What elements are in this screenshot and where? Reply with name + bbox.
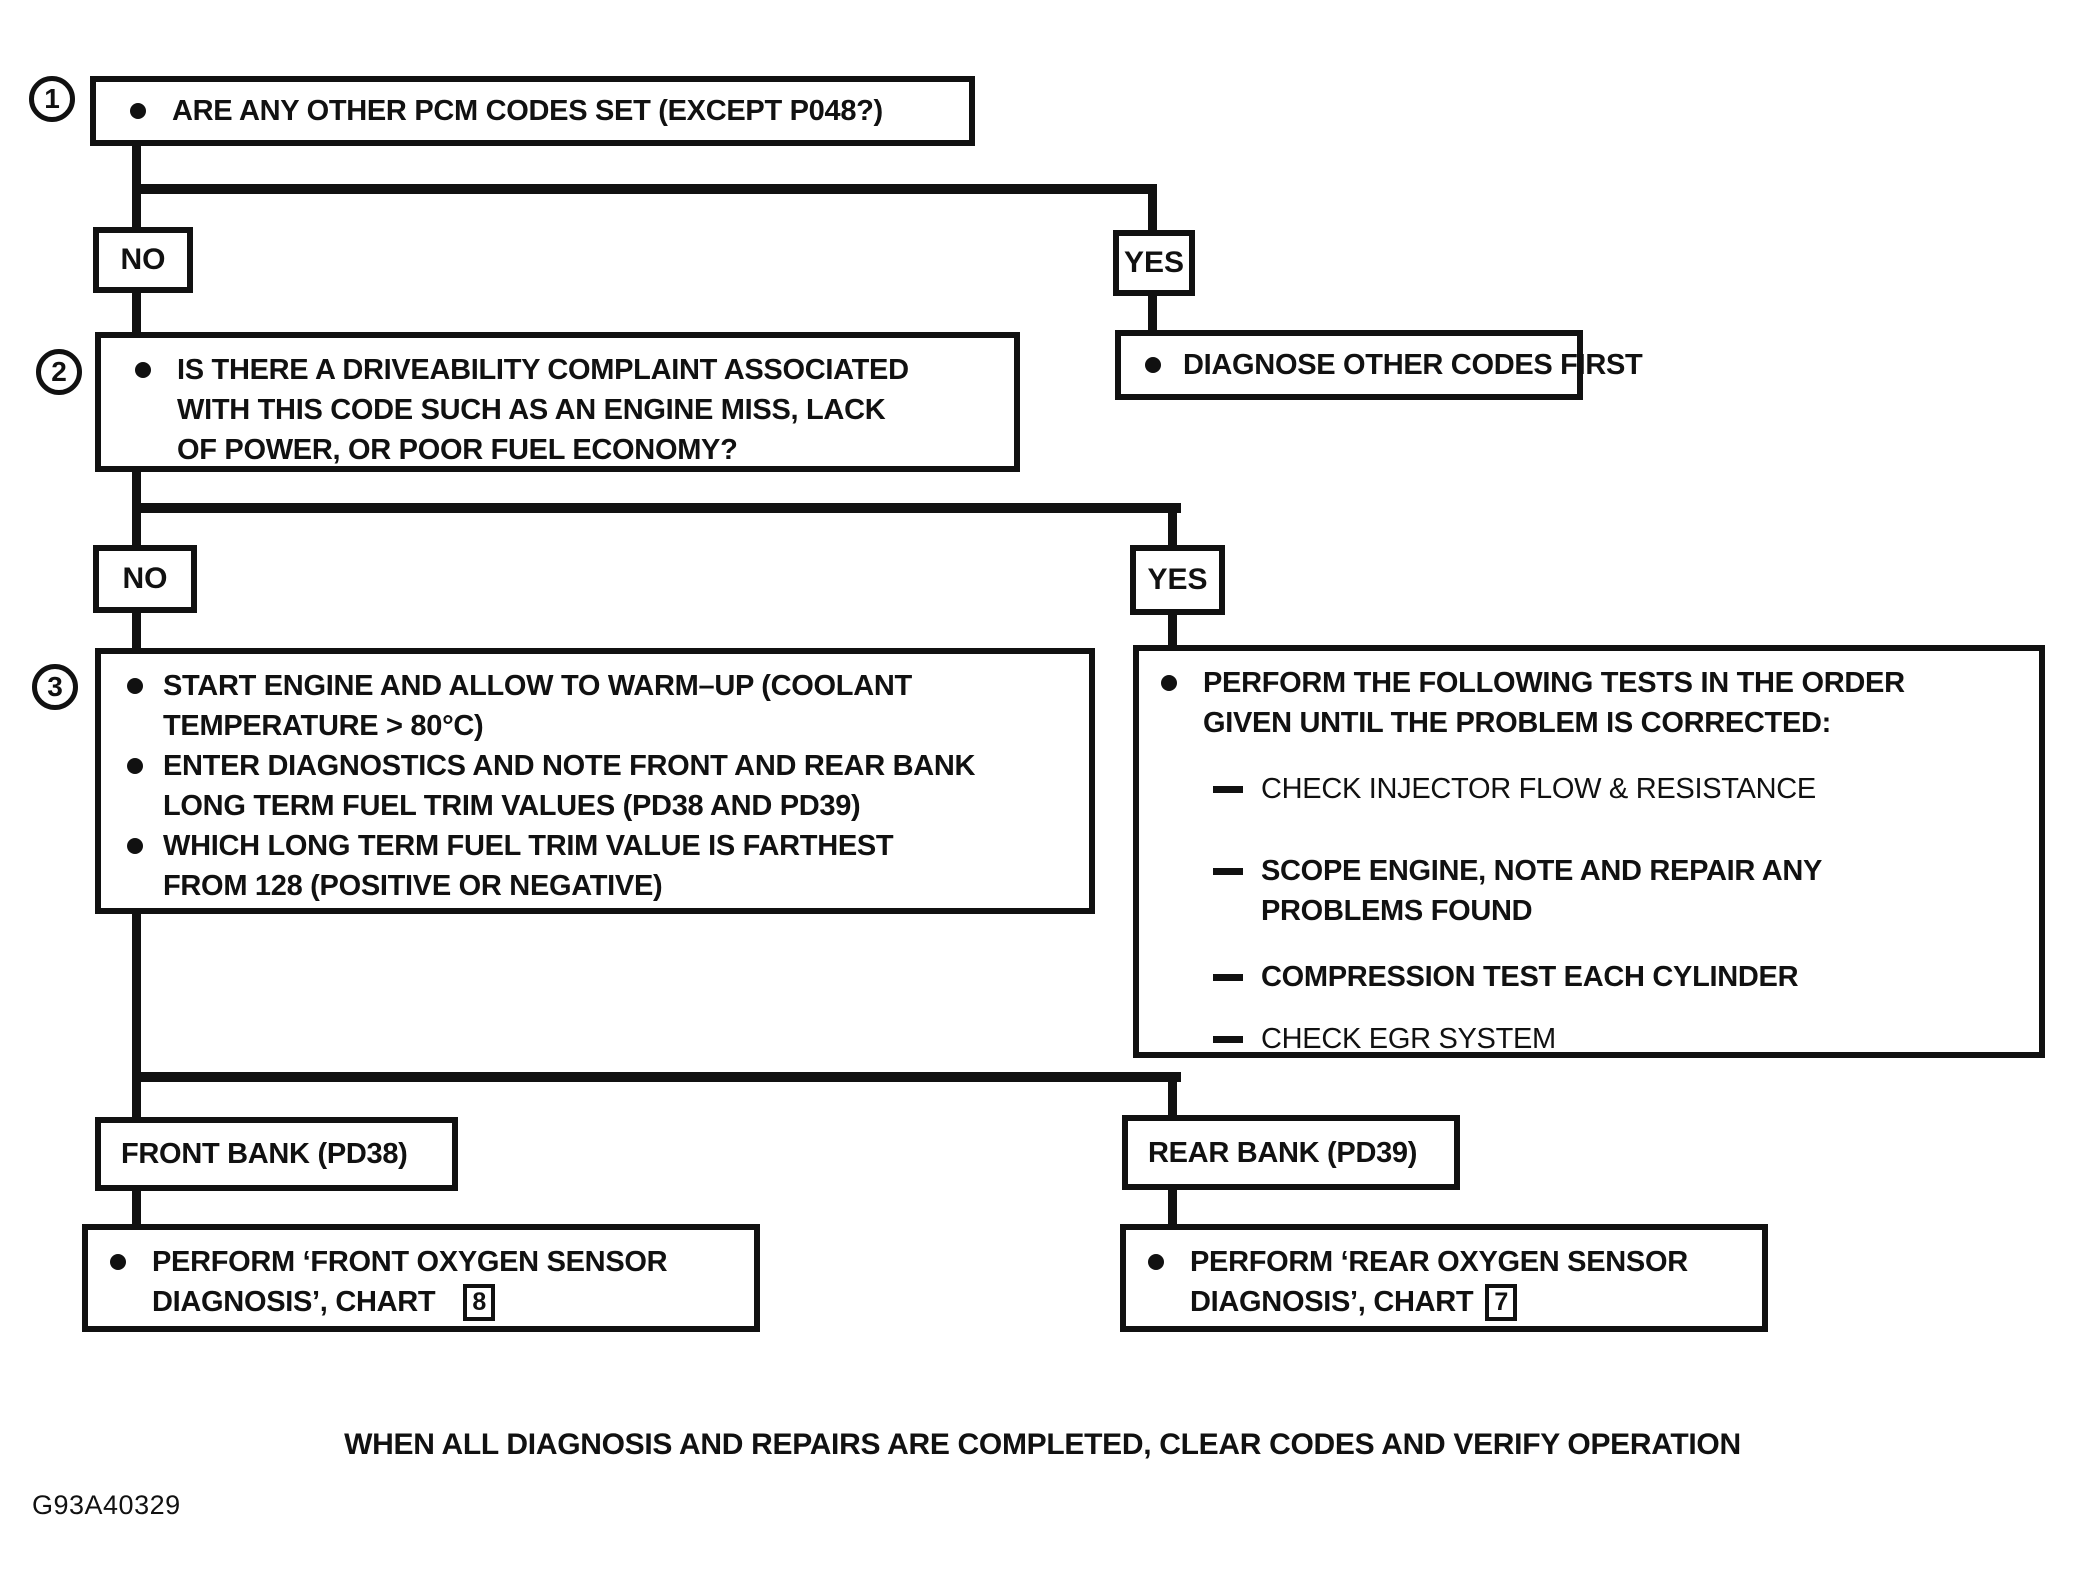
bullet-icon [127,678,143,694]
tests-item: COMPRESSION TEST EACH CYLINDER [1213,957,2039,997]
connector-rear-bank-to-perform [1168,1188,1177,1228]
step3-bullet-item: ENTER DIAGNOSTICS AND NOTE FRONT AND REA… [127,746,1089,826]
dash-icon [1213,974,1243,981]
step2-number: 2 [51,356,67,387]
perform-front-line-text: DIAGNOSIS’, CHART [152,1286,436,1318]
connector-rear-bank-drop [1168,1072,1177,1117]
connector-banks-horizontal [132,1072,1181,1082]
tests-item-line: SCOPE ENGINE, NOTE AND REPAIR ANY [1261,855,1823,887]
branch1-yes-box: YES [1113,230,1195,296]
connector-branch1-horizontal [132,184,1157,194]
bullet-icon [130,103,146,119]
branch2-no-box: NO [93,545,197,613]
rear-bank-box: REAR BANK (PD39) [1122,1115,1460,1190]
tests-item-line: PROBLEMS FOUND [1261,895,1533,927]
perform-rear-line-text: DIAGNOSIS’, CHART [1190,1286,1474,1318]
step3-number-circle: 3 [32,664,78,710]
tests-header-line: PERFORM THE FOLLOWING TESTS IN THE ORDER [1203,667,1905,699]
tests-item: SCOPE ENGINE, NOTE AND REPAIR ANY PROBLE… [1213,851,2039,931]
branch1-yes-label: YES [1123,246,1185,279]
perform-rear-line: DIAGNOSIS’, CHART 7 [1190,1282,1688,1322]
bullet-icon [127,758,143,774]
tests-item-line: COMPRESSION TEST EACH CYLINDER [1261,961,1799,993]
step1-number: 1 [44,83,60,114]
step1-box: ARE ANY OTHER PCM CODES SET (EXCEPT P048… [90,76,975,146]
branch2-yes-box: YES [1130,545,1225,615]
step3-box: START ENGINE AND ALLOW TO WARM–UP (COOLA… [95,648,1095,914]
connector-yes2-to-tests [1168,613,1177,647]
perform-front-line: PERFORM ‘FRONT OXYGEN SENSOR [152,1246,668,1278]
step3-line: ENTER DIAGNOSTICS AND NOTE FRONT AND REA… [163,750,976,782]
step1-text: ARE ANY OTHER PCM CODES SET (EXCEPT P048… [172,95,883,127]
tests-item: CHECK EGR SYSTEM [1213,1019,2039,1059]
front-bank-box: FRONT BANK (PD38) [95,1117,458,1191]
step3-line: TEMPERATURE > 80°C) [163,710,484,742]
step3-line: WHICH LONG TERM FUEL TRIM VALUE IS FARTH… [163,830,894,862]
step2-line: OF POWER, OR POOR FUEL ECONOMY? [177,434,738,466]
tests-item-line: CHECK INJECTOR FLOW & RESISTANCE [1261,773,1816,805]
tests-item: CHECK INJECTOR FLOW & RESISTANCE [1213,769,2039,809]
tests-item-line: CHECK EGR SYSTEM [1261,1023,1556,1055]
step2-text: IS THERE A DRIVEABILITY COMPLAINT ASSOCI… [177,350,909,470]
bullet-icon [135,362,151,378]
branch2-no-label: NO [122,562,168,595]
diagnose-box: DIAGNOSE OTHER CODES FIRST [1115,330,1643,400]
front-bank-label: FRONT BANK (PD38) [121,1138,408,1170]
perform-rear-line: PERFORM ‘REAR OXYGEN SENSOR [1190,1246,1688,1278]
bullet-icon [1148,1254,1164,1270]
step3-line: FROM 128 (POSITIVE OR NEGATIVE) [163,870,663,902]
step3-number: 3 [47,671,63,702]
step2-number-circle: 2 [36,349,82,395]
connector-step3-down [132,912,141,1119]
chart-ref-box: 7 [1485,1284,1517,1321]
step3-bullet-item: START ENGINE AND ALLOW TO WARM–UP (COOLA… [127,666,1089,746]
chart-ref-box: 8 [463,1284,495,1321]
diagnose-text: DIAGNOSE OTHER CODES FIRST [1183,349,1643,381]
perform-rear-box: PERFORM ‘REAR OXYGEN SENSOR DIAGNOSIS’, … [1120,1224,1768,1332]
branch2-yes-label: YES [1147,563,1208,596]
tests-header-line: GIVEN UNTIL THE PROBLEM IS CORRECTED: [1203,707,1832,739]
connector-branch2-horizontal [132,503,1181,513]
step2-box: IS THERE A DRIVEABILITY COMPLAINT ASSOCI… [95,332,1020,472]
connector-branch1-yes-drop [1148,184,1157,232]
branch1-no-box: NO [93,227,193,293]
step1-number-circle: 1 [29,76,75,122]
step2-line: WITH THIS CODE SUCH AS AN ENGINE MISS, L… [177,394,886,426]
branch1-no-label: NO [120,243,166,276]
dash-icon [1213,868,1243,875]
connector-yes1-to-diagnose [1148,294,1157,334]
bullet-icon [1161,675,1177,691]
dash-icon [1213,1036,1243,1043]
figure-code: G93A40329 [32,1490,181,1520]
step3-line: START ENGINE AND ALLOW TO WARM–UP (COOLA… [163,670,912,702]
connector-branch2-yes-drop [1168,503,1177,547]
connector-no2-to-step3 [132,611,141,650]
tests-header: PERFORM THE FOLLOWING TESTS IN THE ORDER… [1161,663,2039,743]
dash-icon [1213,786,1243,793]
connector-front-bank-to-perform [132,1189,141,1230]
perform-front-box: PERFORM ‘FRONT OXYGEN SENSOR DIAGNOSIS’,… [82,1224,760,1332]
step3-line: LONG TERM FUEL TRIM VALUES (PD38 AND PD3… [163,790,861,822]
rear-bank-label: REAR BANK (PD39) [1148,1136,1418,1169]
tests-box: PERFORM THE FOLLOWING TESTS IN THE ORDER… [1133,645,2045,1058]
step3-bullet-item: WHICH LONG TERM FUEL TRIM VALUE IS FARTH… [127,826,1089,906]
bullet-icon [1145,357,1161,373]
step2-line: IS THERE A DRIVEABILITY COMPLAINT ASSOCI… [177,354,909,386]
bullet-icon [110,1254,126,1270]
footer-note: WHEN ALL DIAGNOSIS AND REPAIRS ARE COMPL… [344,1428,1741,1461]
perform-front-line: DIAGNOSIS’, CHART 8 [152,1282,667,1322]
connector-no1-to-step2 [132,291,141,336]
bullet-icon [127,838,143,854]
